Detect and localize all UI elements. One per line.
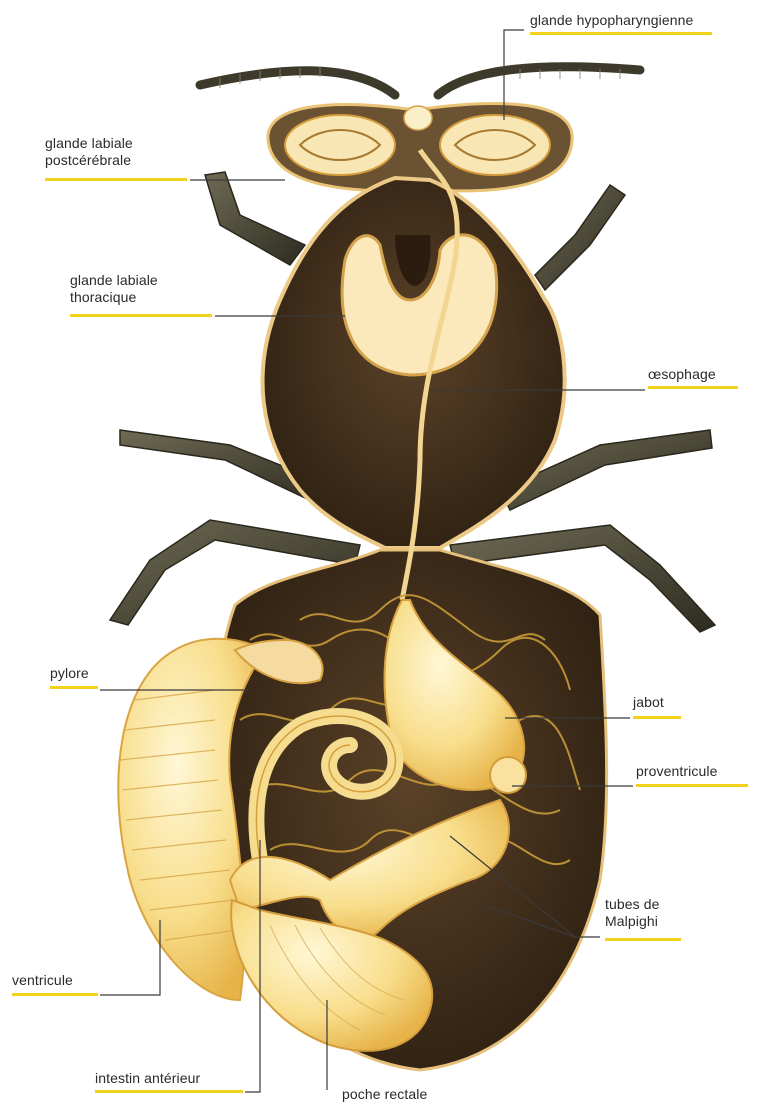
label-glande-hypopharyngienne: glande hypopharyngienne <box>530 12 693 28</box>
underline <box>633 716 681 719</box>
label-pylore: pylore <box>50 665 89 681</box>
label-poche-rectale: poche rectale <box>342 1086 427 1102</box>
label-oesophage: œsophage <box>648 366 716 382</box>
underline <box>636 784 748 787</box>
label-glande-labiale-postcerebrale-line2: postcérébrale <box>45 152 131 168</box>
label-intestin-anterieur: intestin antérieur <box>95 1070 200 1086</box>
underline <box>605 938 681 941</box>
label-tubes-de-malpighi-line2: Malpighi <box>605 913 658 929</box>
label-proventricule: proventricule <box>636 763 717 779</box>
underline <box>45 178 187 181</box>
underline <box>95 1090 243 1093</box>
underline <box>50 686 98 689</box>
label-jabot: jabot <box>633 694 664 710</box>
proventriculus <box>490 757 526 793</box>
underline <box>70 314 212 317</box>
underline <box>530 32 712 35</box>
label-glande-labiale-thoracique-line2: thoracique <box>70 289 136 305</box>
label-glande-labiale-thoracique-line1: glande labiale <box>70 272 158 288</box>
underline <box>648 386 738 389</box>
label-glande-labiale-postcerebrale-line1: glande labiale <box>45 135 133 151</box>
label-tubes-de-malpighi-line1: tubes de <box>605 896 660 912</box>
label-ventricule: ventricule <box>12 972 73 988</box>
underline <box>12 993 98 996</box>
antennae <box>200 67 640 95</box>
